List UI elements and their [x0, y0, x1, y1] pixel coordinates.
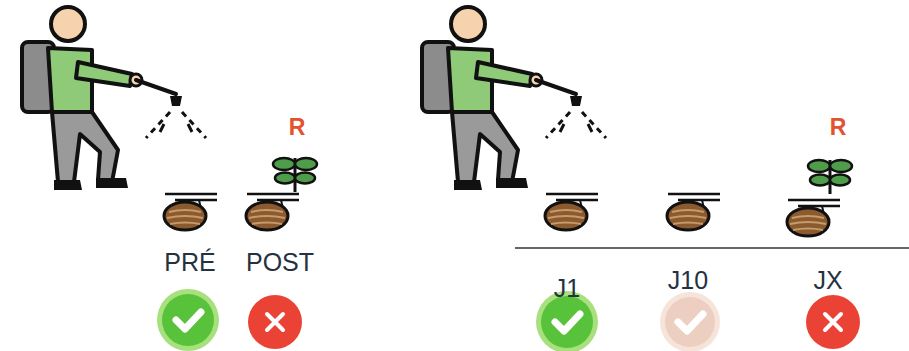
seed	[667, 194, 720, 230]
stage-label: J1	[554, 276, 580, 301]
stage-label: PRÉ	[164, 250, 215, 275]
stage-label: JX	[813, 268, 842, 293]
seed	[787, 200, 840, 236]
sprout	[808, 160, 852, 194]
cross-icon	[248, 295, 302, 349]
seed	[246, 194, 299, 230]
seed	[545, 194, 598, 230]
spray-jet	[146, 112, 206, 138]
timeline	[515, 247, 909, 249]
resistance-mark: R	[830, 116, 847, 139]
resistance-mark: R	[289, 116, 306, 139]
faded-check-icon	[660, 292, 720, 351]
sprayer-person	[22, 7, 182, 190]
spray-jet	[546, 112, 606, 138]
stage-label: J10	[668, 268, 708, 293]
sprayer-person	[422, 7, 582, 190]
cross-icon	[806, 295, 860, 349]
stage-label: POST	[246, 250, 314, 275]
sprout	[273, 158, 317, 192]
check-icon	[157, 289, 219, 351]
seed	[164, 194, 217, 230]
